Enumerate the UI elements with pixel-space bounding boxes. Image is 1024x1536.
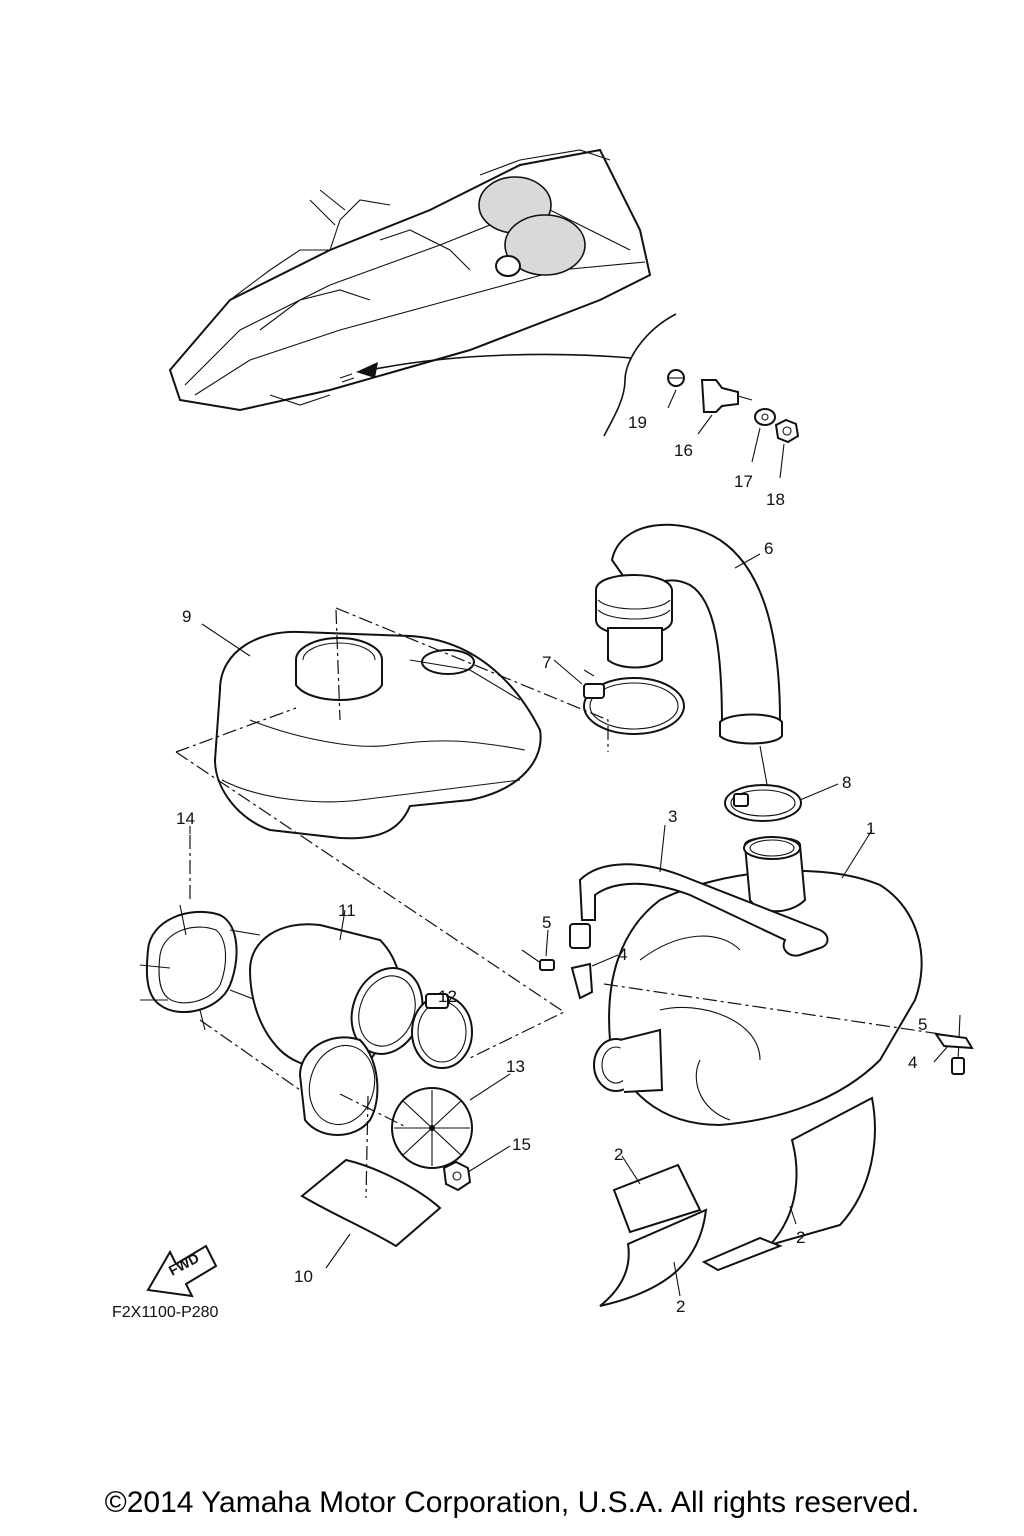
part-18-nut — [774, 418, 800, 444]
callout-18: 18 — [766, 490, 785, 509]
callout-5b: 5 — [918, 1015, 927, 1034]
diagram-code: F2X1100-P280 — [112, 1304, 219, 1321]
callout-10: 10 — [294, 1267, 313, 1286]
copyright-notice: ©2014 Yamaha Motor Corporation, U.S.A. A… — [104, 1486, 920, 1519]
callout-3: 3 — [668, 807, 677, 826]
part-15-nut — [442, 1160, 472, 1192]
part-8-hose-clamp — [724, 784, 802, 822]
pointer-arrow — [356, 362, 378, 378]
part-9-chamber — [213, 630, 542, 840]
callout-14: 14 — [176, 809, 195, 828]
part-7-hose-clamp — [583, 669, 685, 735]
part-3-strap — [569, 863, 829, 957]
callout-16: 16 — [674, 441, 693, 460]
callout-2b: 2 — [796, 1228, 805, 1247]
part-2-shields — [599, 1096, 876, 1307]
callout-6: 6 — [764, 539, 773, 558]
part-16-plug-fitting — [700, 379, 753, 413]
part-17-washer — [754, 408, 776, 426]
part-12-hose-clamp — [411, 993, 473, 1069]
part-14-flange-ring — [139, 904, 261, 1031]
callout-8: 8 — [842, 773, 851, 792]
callout-15: 15 — [512, 1135, 531, 1154]
callout-7: 7 — [542, 653, 551, 672]
part-13-perforated-plate — [391, 1087, 473, 1169]
callout-13: 13 — [506, 1057, 525, 1076]
callout-4a: 4 — [618, 945, 627, 964]
callout-2c: 2 — [676, 1297, 685, 1316]
part-19-clip — [667, 369, 685, 387]
callout-5a: 5 — [542, 913, 551, 932]
callout-9: 9 — [182, 607, 191, 626]
watercraft-overview — [168, 148, 677, 437]
part-6-outlet-pipe — [595, 523, 783, 791]
callout-19: 19 — [628, 413, 647, 432]
part-4-bracket-left — [570, 962, 594, 1000]
part-1-muffler — [593, 836, 923, 1127]
callout-labels: 1 2 2 2 3 4 4 5 5 6 7 8 9 10 11 12 13 14… — [176, 413, 927, 1316]
part-4-bracket-right — [933, 1032, 974, 1050]
part-5-rivet-left — [521, 949, 555, 971]
callout-12: 12 — [438, 987, 457, 1006]
part-11-duct — [248, 923, 424, 1136]
fwd-arrow-icon: FWD — [146, 1244, 218, 1298]
guide-lines — [175, 607, 941, 1199]
part-10-sheet — [300, 1158, 442, 1248]
leader-lines — [189, 553, 949, 1297]
callout-11: 11 — [338, 901, 356, 920]
drain-plug-group — [667, 369, 800, 479]
callout-4b: 4 — [908, 1053, 917, 1072]
callout-17: 17 — [734, 472, 753, 491]
highlight-muffler — [504, 214, 586, 276]
callout-1: 1 — [866, 819, 875, 838]
callout-2a: 2 — [614, 1145, 623, 1164]
